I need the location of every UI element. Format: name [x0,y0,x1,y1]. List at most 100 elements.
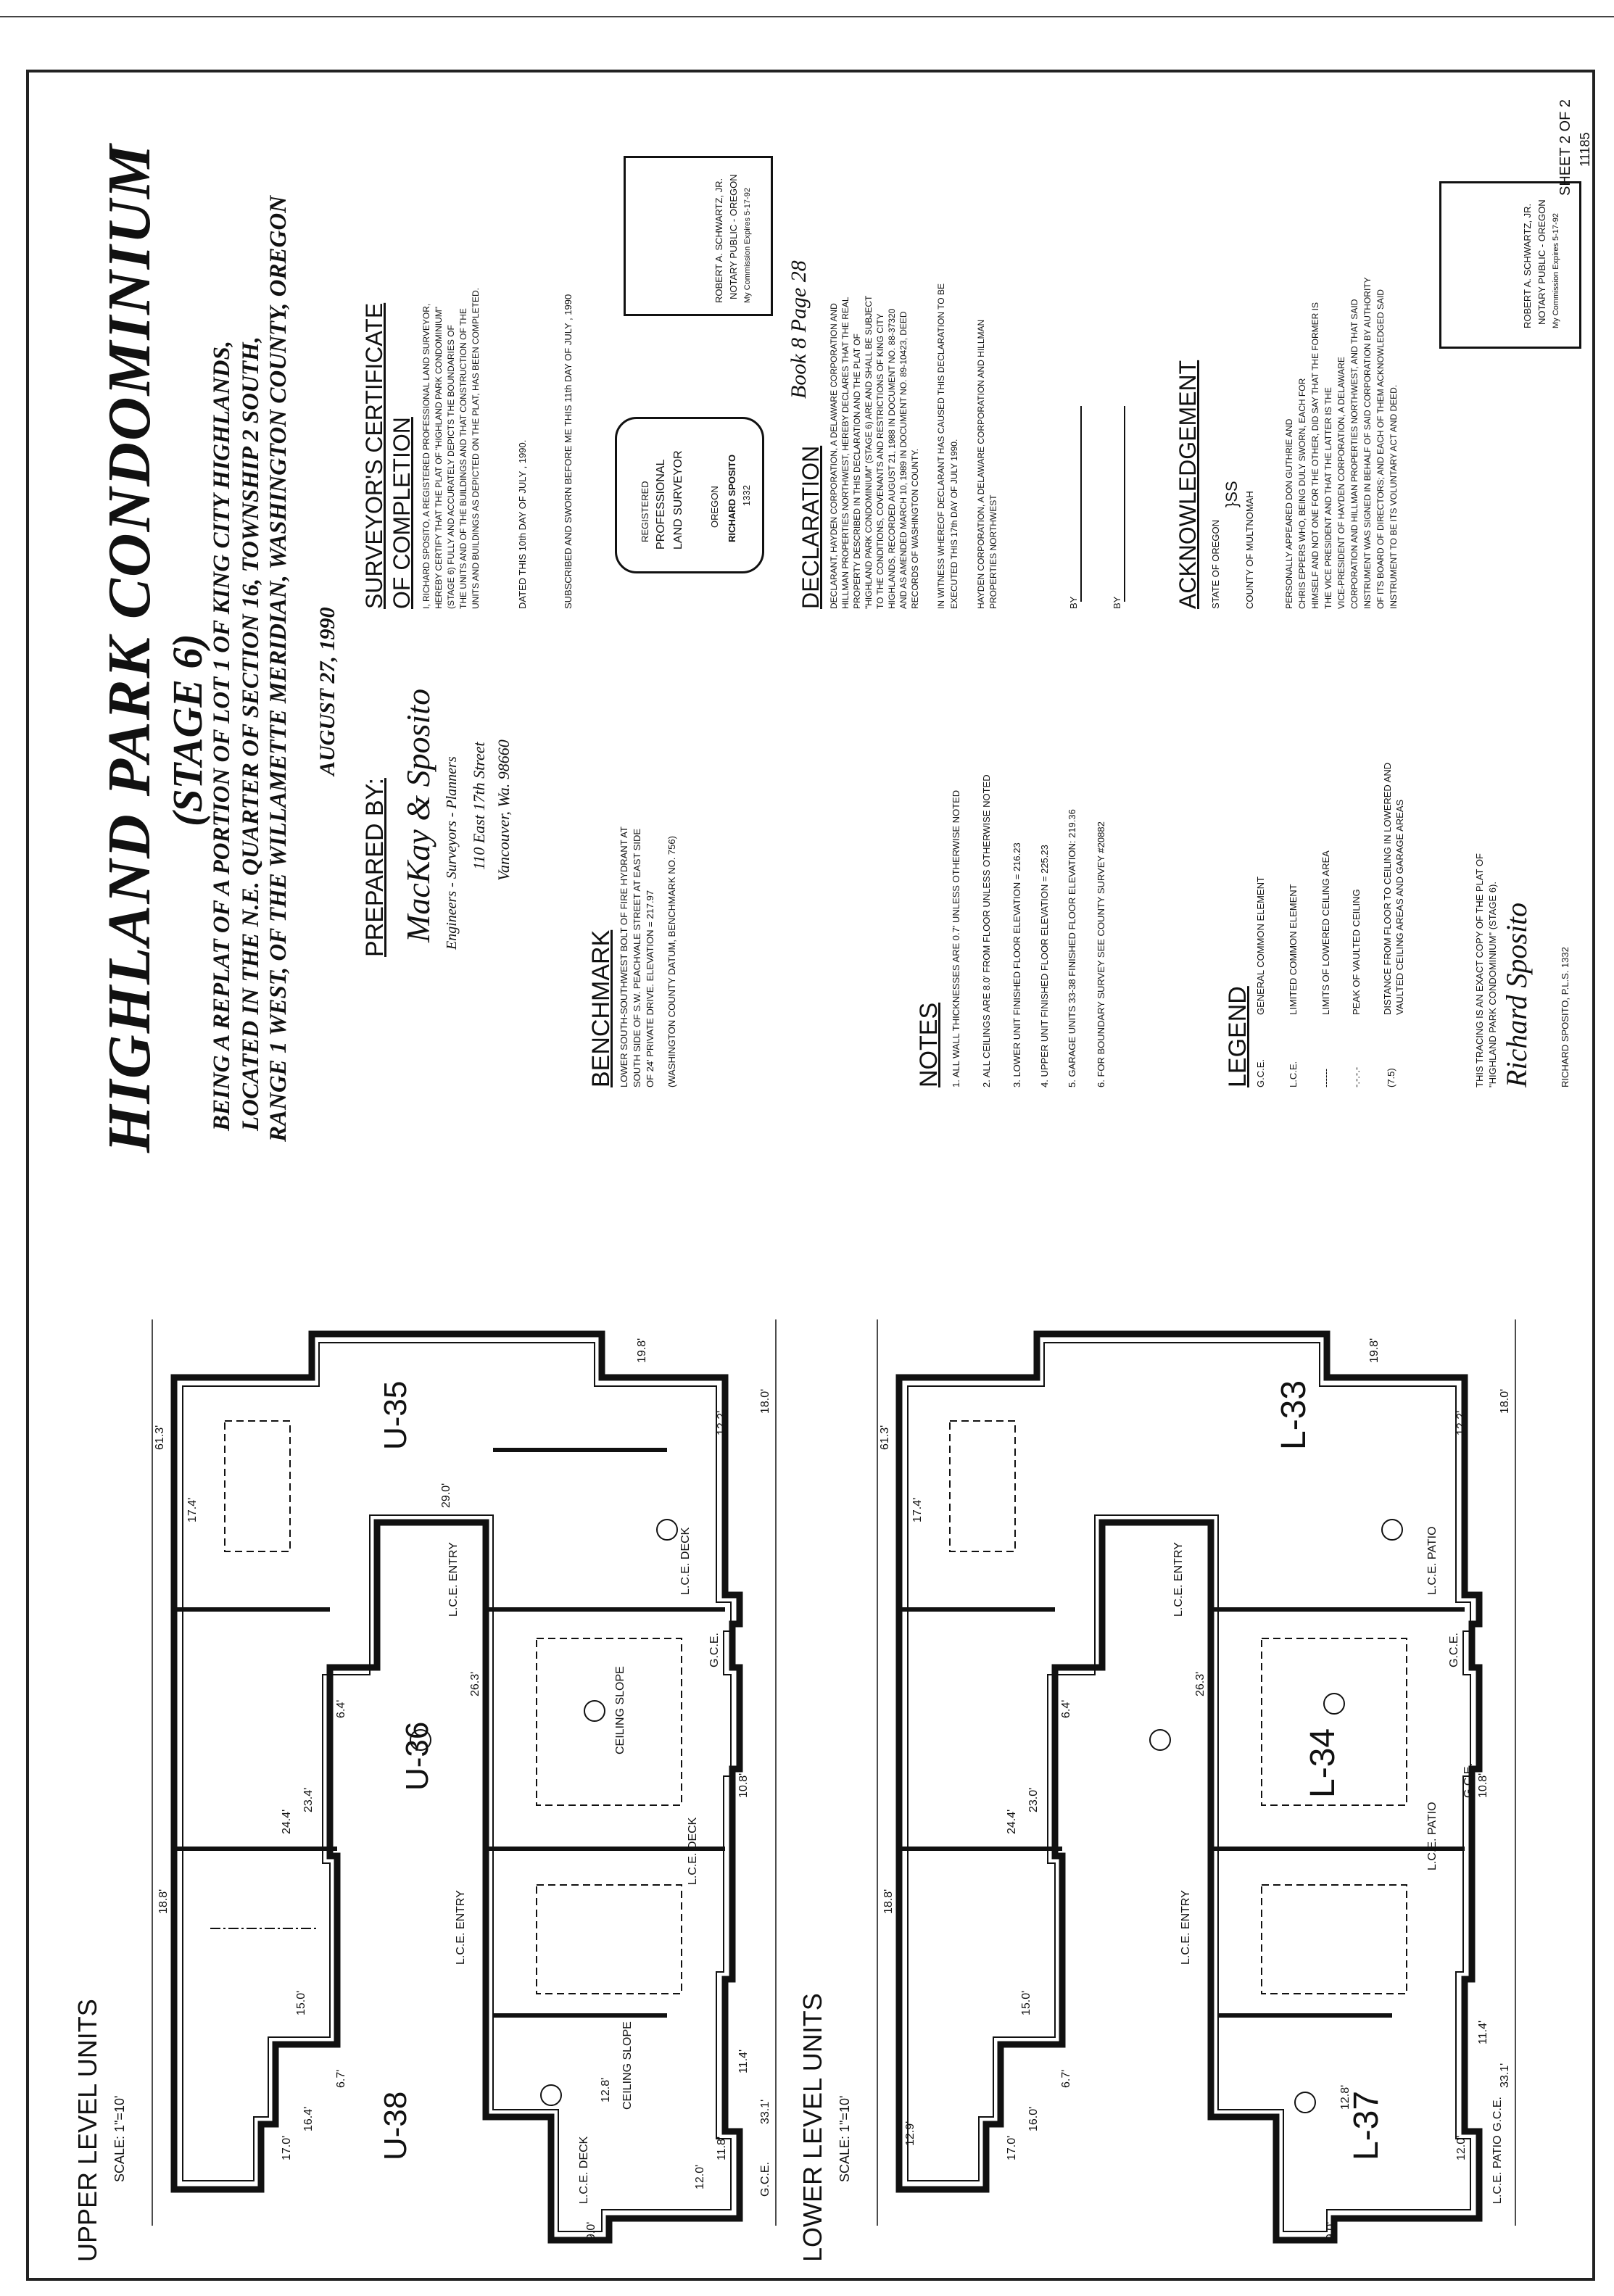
prepared-by-heading: PREPARED BY: [361,778,389,957]
lowered-ceiling-area [224,1420,291,1552]
entry-label: L.C.E. ENTRY [447,1542,460,1617]
subtitle-line-3: RANGE 1 WEST, OF THE WILLAMETTE MERIDIAN… [265,195,291,1142]
note-item: 2. ALL CEILINGS ARE 8.0' FROM FLOOR UNLE… [981,774,992,1087]
ceiling-slope-label: CEILING SLOPE [614,1666,626,1754]
sheet-number: 11185 [1578,132,1592,167]
plat-date: AUGUST 27, 1990 [315,607,339,776]
unit-label: L-34 [1304,1728,1342,1798]
declaration-line: HILLMAN PROPERTIES NORTHWEST, HEREBY DEC… [840,297,851,609]
note-item: 5. GARAGE UNITS 33-38 FINISHED FLOOR ELE… [1067,809,1077,1087]
ceiling-height-marker [1381,1519,1403,1541]
signature-line-2 [1124,406,1125,602]
declaration-line: TO THE CONDITIONS, COVENANTS AND RESTRIC… [875,313,885,609]
seal-line: REGISTERED [640,481,650,542]
witness-line-1: IN WITNESS WHEREOF DECLARANT HAS CAUSED … [936,283,946,609]
tracing-line-1: THIS TRACING IS AN EXACT COPY OF THE PLA… [1474,853,1485,1087]
tracing-signature: Richard Sposito [1500,902,1533,1087]
dimension: 6.4' [1060,1700,1072,1718]
notary-stamp-surveyor: ROBERT A. SCHWARTZ, JR. NOTARY PUBLIC - … [624,156,773,316]
dimension: 16.0' [1027,2107,1040,2131]
benchmark-line-2: SOUTH SIDE OF S.W. PEACHVALE STREET AT E… [632,828,642,1087]
top-rule [0,16,1614,17]
legend-text: DISTANCE FROM FLOOR TO CEILING IN LOWERE… [1382,762,1405,1015]
dimension: 23.4' [302,1788,315,1812]
surveyor-heading-2: OF COMPLETION [389,417,415,609]
ceiling-height-marker [1294,2092,1316,2113]
benchmark-line-1: LOWER SOUTH-SOUTHWEST BOLT OF FIRE HYDRA… [618,826,629,1087]
dimension: 29.0' [440,1483,452,1508]
legend-symbol: G.C.E. [1255,1058,1266,1087]
dimension: 12.2' [1455,1411,1468,1435]
legend-symbol: (7.5) [1386,1068,1396,1087]
registered-surveyor-seal: REGISTERED PROFESSIONAL LAND SURVEYOR OR… [615,417,764,573]
dimension: 17.4' [186,1498,199,1522]
dimension: 16.4' [302,2107,315,2131]
deck-label: L.C.E. DECK [687,1817,699,1885]
legend-heading: LEGEND [1224,986,1251,1087]
declaration-line: AND AS AMENDED MARCH 10, 1989 IN DOCUMEN… [898,311,909,609]
book-reference: Book 8 Page 28 [787,260,811,399]
dimension: 15.0' [1020,1991,1032,2015]
dimension: 15.0' [295,1991,307,2015]
entry-label: L.C.E. ENTRY [455,1890,467,1965]
note-item: 6. FOR BOUNDARY SURVEY SEE COUNTY SURVEY… [1096,821,1106,1087]
page-title: HIGHLAND PARK CONDOMINIUM [96,143,163,1153]
lowered-ceiling-area [536,1884,682,1994]
dimension: 12.8' [600,2078,612,2102]
gce-label: G.C.E. [1448,1633,1460,1667]
dimension: 26.3' [1194,1672,1207,1696]
declaration-line: PROPERTY DESCRIBED IN THIS DECLARATION A… [852,333,862,609]
dimension: 18.0' [1499,1389,1511,1414]
ack-line: CORPORATION AND HILLMAN PROPERTIES NORTH… [1349,299,1360,609]
legend-text: PEAK OF VAULTED CEILING [1351,889,1362,1015]
building-outline [895,1330,1483,2244]
dimension: 12.0' [694,2165,706,2189]
upper-level-floor-plan: U-38 U-36 U-35 L.C.E. ENTRY L.C.E. ENTRY… [152,1319,777,2244]
unit-label: U-35 [378,1381,413,1450]
parties-line-1: HAYDEN CORPORATION, A DELAWARE CORPORATI… [976,319,986,609]
dimension: 11.4' [737,2050,750,2073]
unit-label: U-38 [378,2092,413,2160]
dimension: 61.3' [154,1425,166,1450]
legend-text: LIMITED COMMON ELEMENT [1288,884,1299,1015]
ceiling-height-marker [540,2084,562,2106]
dimension: 24.4' [1006,1810,1018,1834]
dimension: 6.4' [335,1700,347,1718]
firm-name: MacKay & Sposito [400,688,436,942]
declaration-line: DECLARANT, HAYDEN CORPORATION, A DELAWAR… [829,303,839,609]
lowered-ceiling-area [1261,1884,1407,1994]
dimension: 19.8' [1368,1338,1381,1363]
legend-symbol: ------ [1320,1069,1331,1087]
dimension: 12.8' [1339,2085,1352,2110]
dimension: 9.0' [1325,2222,1337,2240]
dimension: 12.9' [904,2121,916,2146]
dimension: 19.8' [636,1338,648,1363]
dimension: 17.0' [1006,2136,1018,2160]
benchmark-line-4: (WASHINGTON COUNTY DATUM, BENCHMARK NO. … [666,836,677,1087]
notary-line: My Commission Expires 5-17-92 [743,188,752,303]
firm-address-2: Vancouver, Wa. 98660 [494,739,513,881]
dimension: 10.8' [737,1773,750,1798]
surveyor-body-line: HEREBY CERTIFY THAT THE PLAT OF "HIGHLAN… [434,306,444,609]
lowered-ceiling-area [536,1638,682,1806]
subtitle-line-1: BEING A REPLAT OF A PORTION OF LOT 1 OF … [209,340,235,1131]
surveyor-dated: DATED THIS 10th DAY OF JULY , 1990. [517,439,528,609]
patio-label: L.C.E. PATIO [1426,1526,1439,1595]
ack-line: VICE-PRESIDENT OF HAYDEN CORPORATION, A … [1336,357,1346,609]
note-item: 3. LOWER UNIT FINISHED FLOOR ELEVATION =… [1011,842,1022,1087]
dimension: 24.4' [281,1810,293,1834]
notes-heading: NOTES [915,1002,943,1087]
deck-label: L.C.E. DECK [578,2136,590,2204]
dimension: 17.4' [911,1498,924,1522]
seal-line: OREGON [709,486,720,528]
surveyor-body-line: (STAGE 6) FULLY AND ACCURATELY DEPICTS T… [446,325,456,609]
ceiling-height-marker [410,1729,431,1751]
dimension: 11.4' [1477,2021,1489,2044]
seal-line: PROFESSIONAL [655,459,667,550]
ack-line: PERSONALLY APPEARED DON GUTHRIE AND [1284,418,1294,609]
dimension: 6.7' [335,2070,347,2088]
ack-line: OF ITS BOARD OF DIRECTORS; AND EACH OF T… [1375,289,1386,609]
declaration-heading: DECLARATION [798,445,824,609]
ceiling-height-marker [584,1700,605,1722]
legend-symbol: -.-.-.- [1351,1066,1362,1087]
